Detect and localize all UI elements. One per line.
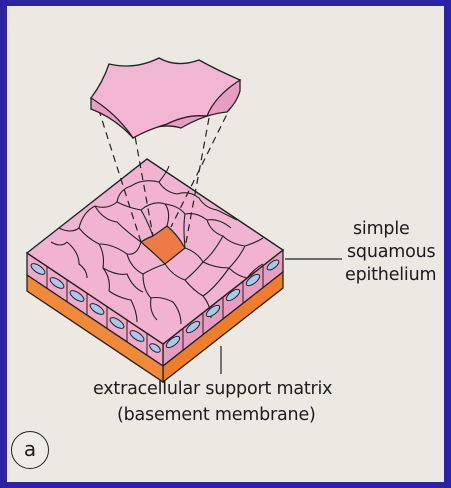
epithelium-label-line-1: simple: [347, 219, 436, 239]
matrix-label-line-1: extracellular support matrix: [93, 379, 332, 399]
epithelium-label-line-2: squamous: [347, 242, 436, 262]
epithelium-label: simple squamous epithelium: [347, 219, 436, 285]
isolated-squamous-cell: [91, 58, 240, 138]
figure-panel: simple squamous epithelium extracellular…: [7, 6, 444, 482]
matrix-label-line-2: (basement membrane): [117, 405, 332, 425]
epithelium-label-line-3: epithelium: [345, 265, 436, 285]
panel-letter-badge: a: [11, 431, 49, 469]
matrix-label: extracellular support matrix (basement m…: [93, 379, 332, 425]
